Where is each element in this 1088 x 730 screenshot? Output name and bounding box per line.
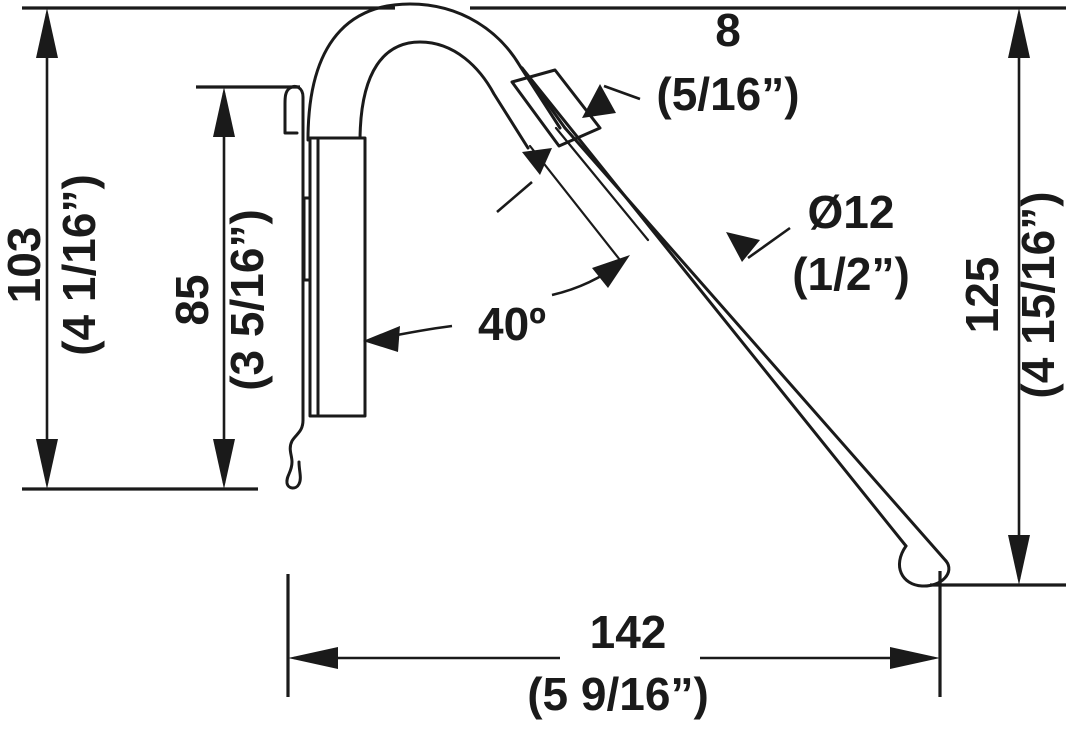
towel-bar-part [283,2,951,588]
dimension-d12-leader [747,226,791,260]
towel-bar-rounded-tip [897,544,951,588]
towel-bar-upper-edge [520,66,908,548]
dimension-40-arrow-right [592,255,630,288]
dimension-angle-40: 40º [363,255,630,352]
dimension-diameter-12: Ø12 (1/2”) [726,186,910,300]
dimension-103-imperial-label: (4 1/16”) [53,174,105,356]
dimension-40-arrow-left [363,326,400,352]
dimension-d12-arrow [726,232,760,262]
dimension-85-imperial-label: (3 5/16”) [221,209,273,391]
dimension-8-arrow [582,84,616,118]
dimension-103-metric-label: 103 [0,227,50,304]
extension-lines [22,6,1066,697]
dimension-8: 8 (5/16”) [496,4,800,213]
mounting-plate-slot [302,196,312,282]
dimension-85-arrow-bottom [213,439,235,489]
dimension-d12-metric-label: Ø12 [808,186,895,238]
dimension-d12-imperial-label: (1/2”) [792,248,910,300]
dimension-125-arrow-bottom [1008,535,1030,585]
wall-bracket-top-hook [283,84,305,135]
bar-collar-block [510,68,602,148]
dimension-8-imperial-label: (5/16”) [656,68,799,120]
towel-bar-lower-edge [563,126,948,563]
dimension-8-metric-label: 8 [715,4,741,56]
dimension-103-arrow-bottom [36,439,58,489]
dimension-85-arrow-top [213,87,235,137]
dimension-103-arrow-top [36,8,58,58]
arch-outer-curve [306,2,562,142]
wall-bracket-bottom-hook [285,418,305,490]
dimension-85: 85 (3 5/16”) [166,87,273,489]
dimension-142-imperial-label: (5 9/16”) [527,668,709,720]
bar-inner-line-b [554,126,650,242]
arch-inner-curve [358,40,530,150]
bar-inner-line-a [528,144,622,262]
dimension-142-arrow-right [890,647,940,669]
dimension-125-arrow-top [1008,8,1030,58]
dimension-125-imperial-label: (4 15/16”) [1012,191,1064,398]
dimension-125: 125 (4 15/16”) [956,8,1064,585]
dimension-85-metric-label: 85 [166,274,218,325]
dimension-142: 142 (5 9/16”) [288,606,940,720]
dimension-125-metric-label: 125 [956,257,1008,334]
dimension-8-leader [603,84,641,101]
dimension-142-metric-label: 142 [590,606,667,658]
dimension-142-arrow-left [288,647,338,669]
dimension-103: 103 (4 1/16”) [0,8,105,489]
dimension-40-label: 40º [478,298,546,350]
dimension-8-leader-inner [496,181,533,213]
dimension-8-arrow-inner [522,148,552,175]
